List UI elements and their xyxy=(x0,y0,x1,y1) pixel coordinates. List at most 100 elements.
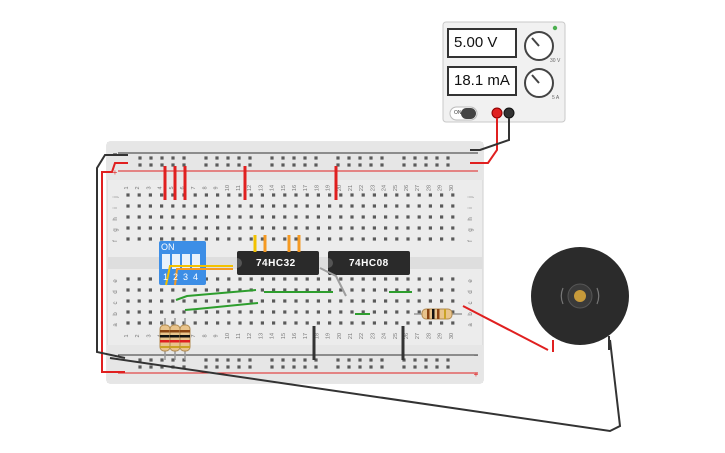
hole[interactable] xyxy=(216,215,220,219)
hole[interactable] xyxy=(440,321,444,325)
rail-hole[interactable] xyxy=(182,358,186,362)
hole[interactable] xyxy=(350,299,354,303)
hole[interactable] xyxy=(451,215,455,219)
hole[interactable] xyxy=(328,310,332,314)
hole[interactable] xyxy=(294,204,298,208)
buzzer-red-wire[interactable] xyxy=(462,305,549,351)
hole[interactable] xyxy=(328,288,332,292)
rail-hole[interactable] xyxy=(204,163,208,167)
hole[interactable] xyxy=(260,215,264,219)
dip-toggle-1[interactable] xyxy=(162,254,170,269)
hole[interactable] xyxy=(126,237,130,241)
rail-hole[interactable] xyxy=(303,358,307,362)
hole[interactable] xyxy=(316,277,320,281)
hole[interactable] xyxy=(440,193,444,197)
rail-hole[interactable] xyxy=(160,358,164,362)
hole[interactable] xyxy=(148,310,152,314)
hole[interactable] xyxy=(417,204,421,208)
hole[interactable] xyxy=(272,237,276,241)
hole[interactable] xyxy=(204,299,208,303)
hole[interactable] xyxy=(227,321,231,325)
hole[interactable] xyxy=(283,237,287,241)
rail-hole[interactable] xyxy=(226,156,230,160)
rail-hole[interactable] xyxy=(314,163,318,167)
hole[interactable] xyxy=(451,193,455,197)
hole[interactable] xyxy=(160,193,164,197)
hole[interactable] xyxy=(294,226,298,230)
hole[interactable] xyxy=(372,226,376,230)
hole[interactable] xyxy=(350,277,354,281)
hole[interactable] xyxy=(417,288,421,292)
hole[interactable] xyxy=(249,204,253,208)
psu-negative-wire[interactable] xyxy=(470,118,510,151)
hole[interactable] xyxy=(160,204,164,208)
hole[interactable] xyxy=(238,299,242,303)
rail-hole[interactable] xyxy=(171,358,175,362)
dip-to-chip-orange-wire[interactable] xyxy=(174,268,233,286)
hole[interactable] xyxy=(305,193,309,197)
hole[interactable] xyxy=(339,288,343,292)
rail-hole[interactable] xyxy=(149,156,153,160)
rail-hole[interactable] xyxy=(215,358,219,362)
hole[interactable] xyxy=(428,237,432,241)
hole[interactable] xyxy=(204,215,208,219)
hole[interactable] xyxy=(305,288,309,292)
hole[interactable] xyxy=(272,193,276,197)
rail-hole[interactable] xyxy=(237,163,241,167)
hole[interactable] xyxy=(406,310,410,314)
green-wire-2[interactable] xyxy=(184,302,259,311)
hole[interactable] xyxy=(204,288,208,292)
hole[interactable] xyxy=(137,237,141,241)
hole[interactable] xyxy=(260,310,264,314)
hole[interactable] xyxy=(384,237,388,241)
hole[interactable] xyxy=(294,321,298,325)
hole[interactable] xyxy=(260,288,264,292)
hole[interactable] xyxy=(182,288,186,292)
hole[interactable] xyxy=(451,237,455,241)
hole[interactable] xyxy=(372,288,376,292)
rail-hole[interactable] xyxy=(226,163,230,167)
hole[interactable] xyxy=(339,226,343,230)
rail-hole[interactable] xyxy=(292,358,296,362)
rail-hole[interactable] xyxy=(303,365,307,369)
hole[interactable] xyxy=(428,204,432,208)
hole[interactable] xyxy=(227,237,231,241)
hole[interactable] xyxy=(316,193,320,197)
hole[interactable] xyxy=(361,193,365,197)
hole[interactable] xyxy=(294,193,298,197)
hole[interactable] xyxy=(350,226,354,230)
hole[interactable] xyxy=(216,310,220,314)
hole[interactable] xyxy=(406,299,410,303)
hole[interactable] xyxy=(272,215,276,219)
hole[interactable] xyxy=(283,204,287,208)
rail-hole[interactable] xyxy=(138,156,142,160)
rail-hole[interactable] xyxy=(281,358,285,362)
hole[interactable] xyxy=(294,215,298,219)
hole[interactable] xyxy=(249,277,253,281)
rail-hole[interactable] xyxy=(292,163,296,167)
rail-hole[interactable] xyxy=(413,365,417,369)
rail-hole[interactable] xyxy=(369,365,373,369)
hole[interactable] xyxy=(260,299,264,303)
hole[interactable] xyxy=(350,310,354,314)
rail-hole[interactable] xyxy=(204,156,208,160)
rail-hole[interactable] xyxy=(358,358,362,362)
rail-hole[interactable] xyxy=(358,156,362,160)
hole[interactable] xyxy=(361,310,365,314)
hole[interactable] xyxy=(339,204,343,208)
hole[interactable] xyxy=(406,204,410,208)
hole[interactable] xyxy=(451,204,455,208)
hole[interactable] xyxy=(204,321,208,325)
dip-switch[interactable] xyxy=(159,241,206,285)
hole[interactable] xyxy=(126,288,130,292)
hole[interactable] xyxy=(148,277,152,281)
hole[interactable] xyxy=(137,193,141,197)
hole[interactable] xyxy=(249,310,253,314)
rail-hole[interactable] xyxy=(402,163,406,167)
hole[interactable] xyxy=(294,277,298,281)
rail-hole[interactable] xyxy=(281,163,285,167)
hole[interactable] xyxy=(395,288,399,292)
hole[interactable] xyxy=(440,237,444,241)
hole[interactable] xyxy=(395,310,399,314)
hole[interactable] xyxy=(227,288,231,292)
